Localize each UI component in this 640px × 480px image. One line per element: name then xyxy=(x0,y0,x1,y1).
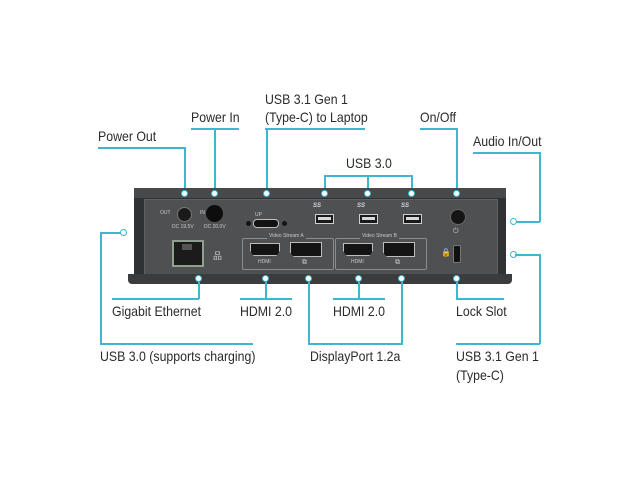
lock-slot xyxy=(453,245,461,263)
led-right xyxy=(282,221,287,226)
dot-lock xyxy=(453,275,460,282)
leader-dp-a-v xyxy=(308,282,310,344)
usb-ss-logo-2: SS xyxy=(357,203,366,209)
text-dc-in: DC 20.0V xyxy=(204,224,226,230)
text-in: IN xyxy=(200,210,205,216)
label-usbc-laptop-line1: USB 3.1 Gen 1 xyxy=(265,91,348,107)
label-power-out: Power Out xyxy=(98,128,157,144)
leader-usb-charging-h1 xyxy=(100,232,121,234)
usb30-port-3 xyxy=(403,214,422,224)
lock-icon: 🔒 xyxy=(441,248,451,257)
text-up: UP xyxy=(255,212,262,218)
dot-ethernet xyxy=(195,275,202,282)
leader-hdmi-b-h xyxy=(333,298,385,300)
leader-usb30-v2 xyxy=(367,175,369,193)
power-out-jack xyxy=(177,207,192,222)
leader-usb-charging-v xyxy=(100,232,102,344)
dot-usbc xyxy=(263,190,270,197)
leader-usbc-side-h2 xyxy=(456,343,540,345)
dot-usb30-3 xyxy=(408,190,415,197)
text-video-stream-a: Video Stream A xyxy=(267,233,306,239)
leader-audio-v xyxy=(539,152,541,222)
text-hdmi-a: HDMI xyxy=(258,259,271,265)
led-left xyxy=(246,221,251,226)
label-usbc-side-line1: USB 3.1 Gen 1 xyxy=(456,348,539,364)
label-hdmi-b: HDMI 2.0 xyxy=(333,303,386,319)
leader-onoff-h xyxy=(420,128,457,130)
label-power-in: Power In xyxy=(191,109,240,125)
power-icon: ⏻ xyxy=(453,228,459,235)
dot-dp-b xyxy=(398,275,405,282)
dot-audio xyxy=(510,218,517,225)
label-hdmi-a: HDMI 2.0 xyxy=(240,303,293,319)
usb30-port-2 xyxy=(359,214,378,224)
network-icon: 品 xyxy=(213,251,223,261)
ethernet-port xyxy=(172,240,204,267)
label-usb30: USB 3.0 xyxy=(346,155,392,171)
label-on-off: On/Off xyxy=(420,109,457,125)
dot-hdmi-b xyxy=(355,275,362,282)
leader-audio-h2 xyxy=(515,221,540,223)
dot-dp-a xyxy=(305,275,312,282)
leader-usb-charging-h2 xyxy=(100,343,253,345)
dock-bottom-bevel xyxy=(128,274,512,284)
leader-usbc-side-v xyxy=(539,254,541,344)
leader-dp-b-v xyxy=(401,282,403,344)
leader-hdmi-a-h xyxy=(240,298,292,300)
dp-icon-b: ⧉ xyxy=(395,259,400,266)
power-button xyxy=(450,209,466,225)
leader-usbc-h xyxy=(265,128,365,130)
usb30-port-1 xyxy=(315,214,334,224)
usb-ss-logo-3: SS xyxy=(401,203,410,209)
leader-usbc-v xyxy=(266,128,268,193)
label-usbc-laptop-line2: (Type-C) to Laptop xyxy=(265,109,368,125)
leader-ethernet-v xyxy=(198,282,200,299)
leader-power-in-v xyxy=(214,128,216,193)
leader-usbc-side-h1 xyxy=(515,254,540,256)
label-ethernet: Gigabit Ethernet xyxy=(112,303,202,319)
label-audio: Audio In/Out xyxy=(473,133,542,149)
leader-hdmi-a-v xyxy=(265,282,267,299)
leader-power-out-v xyxy=(184,147,186,193)
text-dc-out: DC 19.5V xyxy=(172,224,194,230)
label-displayport: DisplayPort 1.2a xyxy=(310,348,401,364)
leader-audio-h xyxy=(473,152,540,154)
leader-usb30-v3 xyxy=(411,175,413,193)
leader-usb30-v1 xyxy=(324,175,326,193)
leader-onoff-v xyxy=(456,128,458,193)
leader-power-out-h xyxy=(98,147,185,149)
dot-usb-charging xyxy=(120,229,127,236)
label-usb-charging: USB 3.0 (supports charging) xyxy=(100,348,256,364)
text-out: OUT xyxy=(160,210,171,216)
leader-lock-h xyxy=(456,298,504,300)
displayport-a xyxy=(290,242,322,257)
leader-dp-h xyxy=(308,343,403,345)
hdmi-port-a xyxy=(250,243,280,256)
dot-usb30-2 xyxy=(364,190,371,197)
dot-on-off xyxy=(453,190,460,197)
dot-power-in xyxy=(211,190,218,197)
leader-lock-v xyxy=(456,282,458,299)
power-in-jack xyxy=(206,205,223,222)
dot-power-out xyxy=(181,190,188,197)
usb-ss-logo-1: SS xyxy=(313,203,322,209)
hdmi-port-b xyxy=(343,243,373,256)
dp-icon-a: ⧉ xyxy=(302,259,307,266)
text-hdmi-b: HDMI xyxy=(351,259,364,265)
text-video-stream-b: Video Stream B xyxy=(360,233,399,239)
usbc-laptop-port xyxy=(253,219,279,228)
dot-hdmi-a xyxy=(262,275,269,282)
displayport-b xyxy=(383,242,415,257)
leader-ethernet-h xyxy=(112,298,199,300)
dock-top-bevel xyxy=(134,188,506,198)
leader-hdmi-b-v xyxy=(358,282,360,299)
dot-usb30-1 xyxy=(321,190,328,197)
label-lock: Lock Slot xyxy=(456,303,507,319)
label-usbc-side-line2: (Type-C) xyxy=(456,367,504,383)
